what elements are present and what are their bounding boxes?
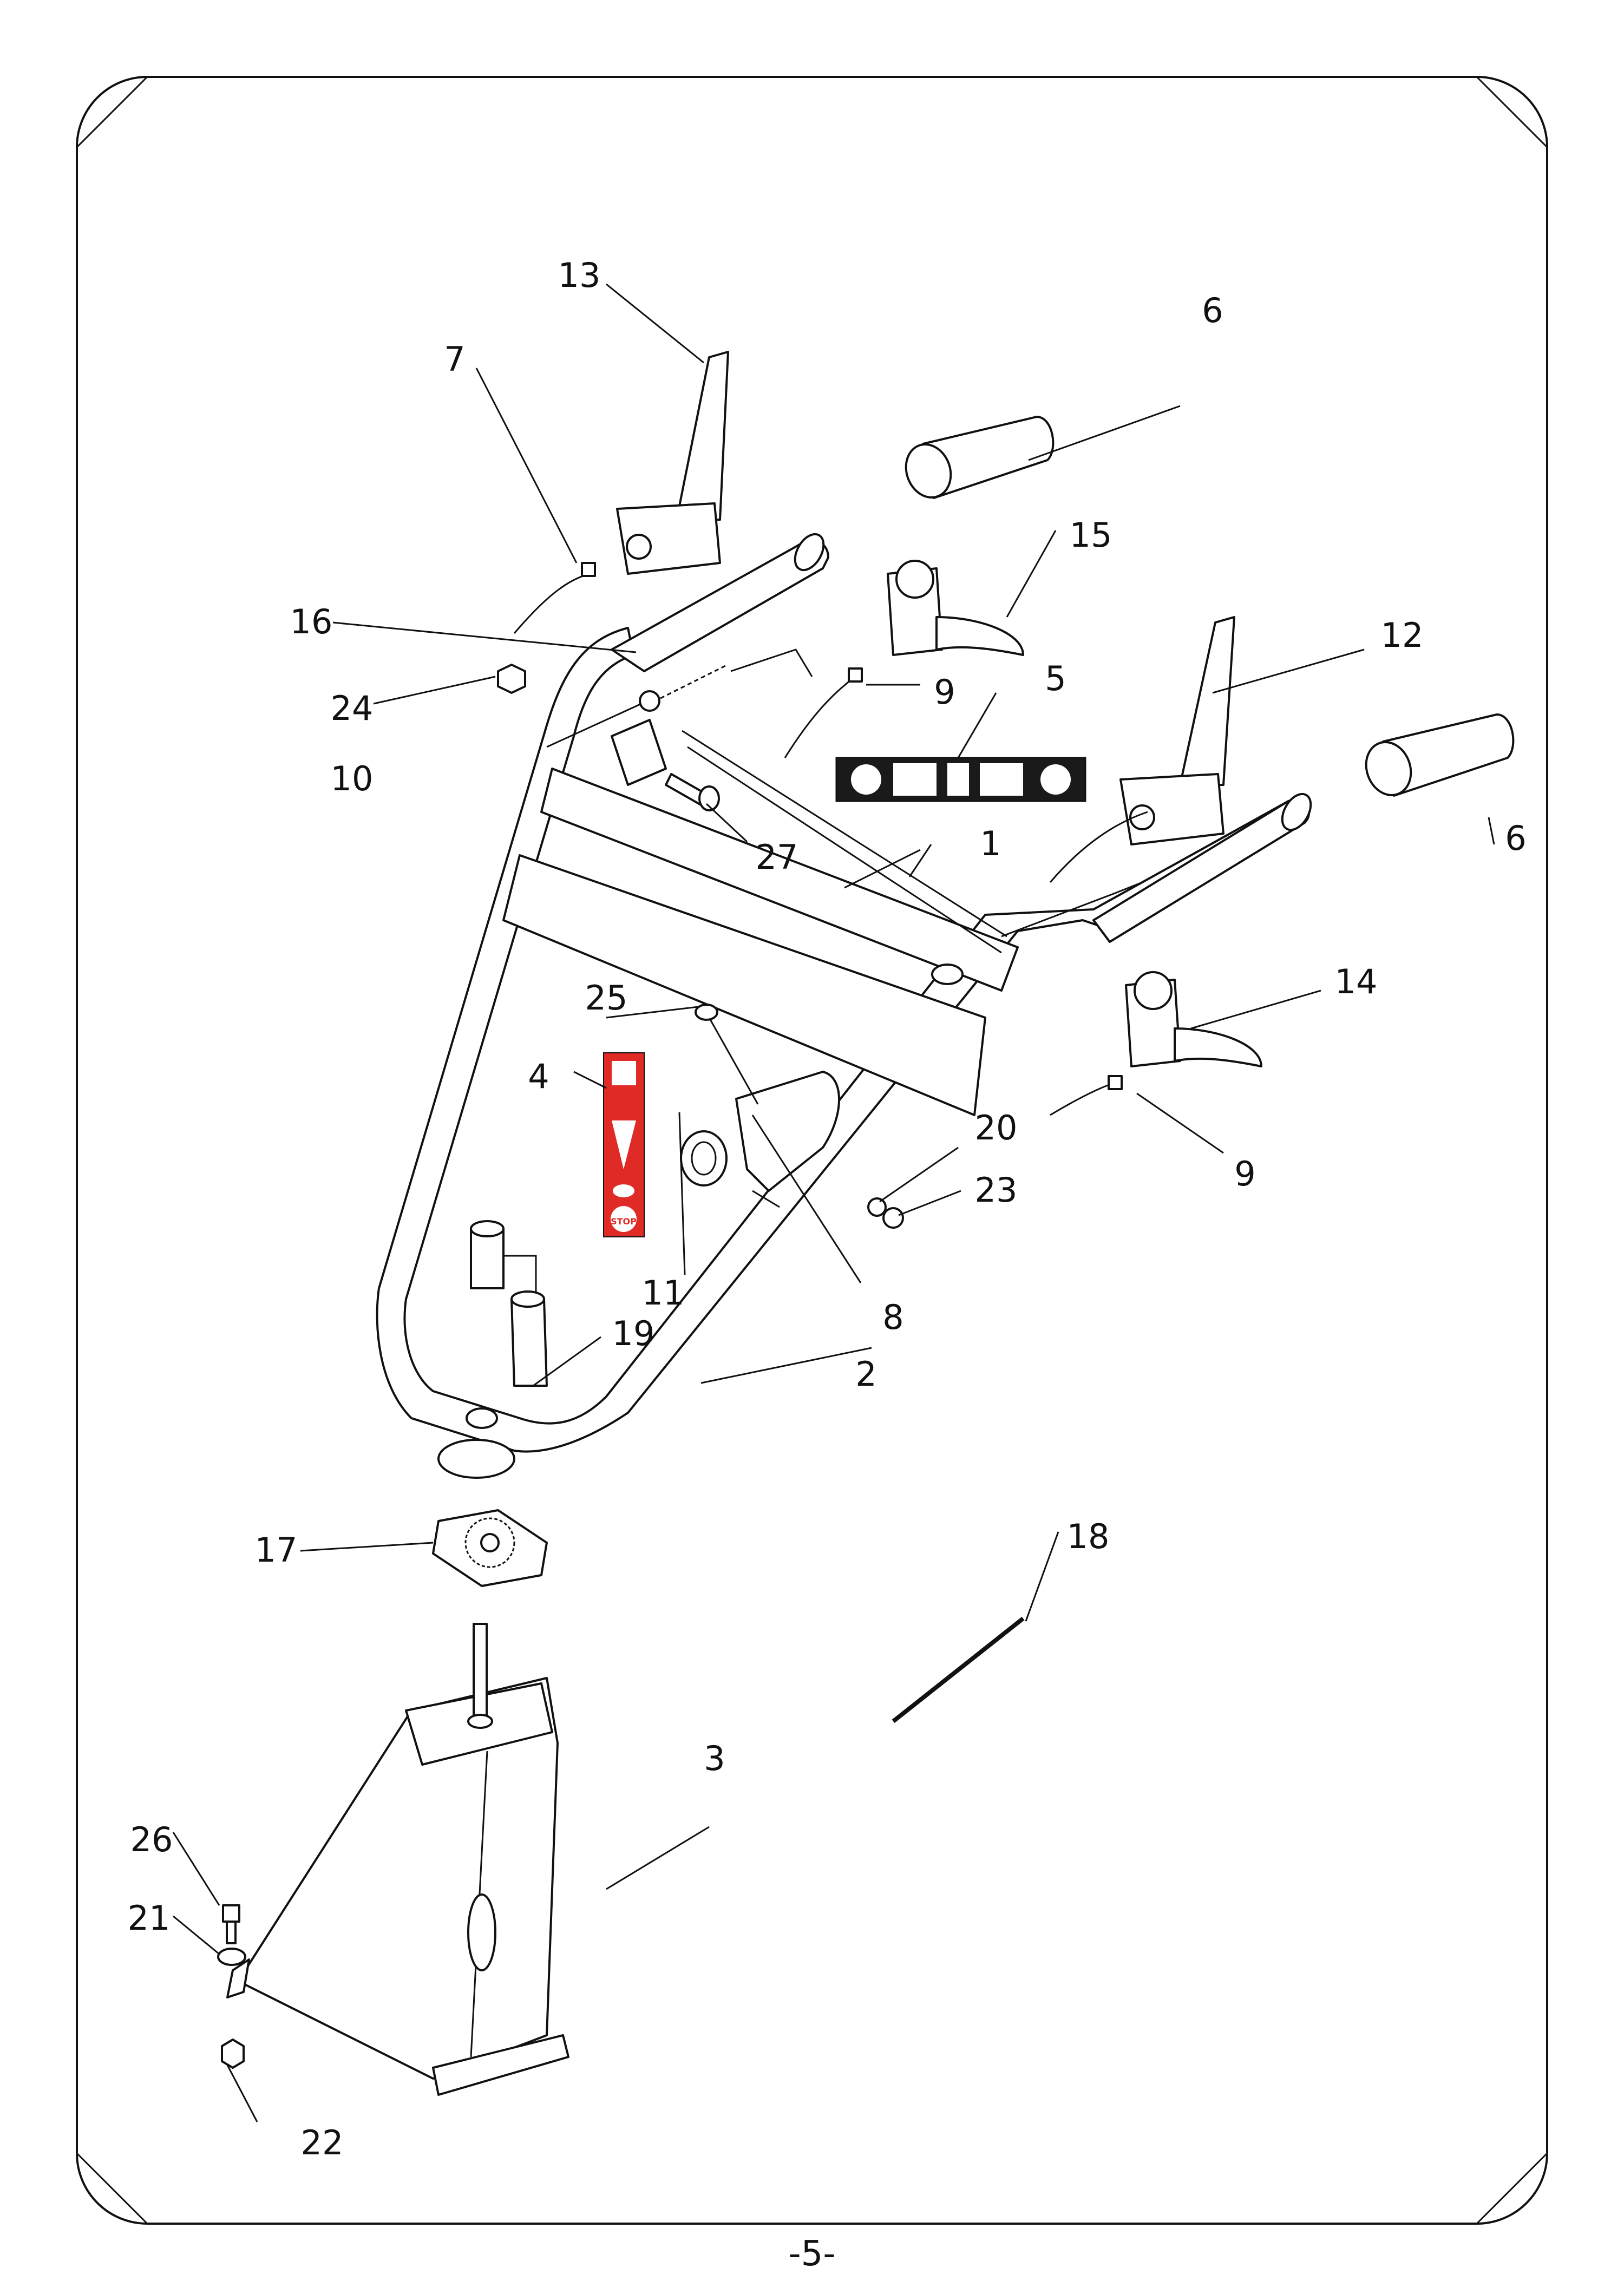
callout-21: 21	[128, 1898, 171, 1938]
callout-23: 23	[975, 1170, 1018, 1210]
spring-part-16	[639, 665, 726, 712]
lever-part-12	[1049, 616, 1235, 883]
nut-part-22	[221, 2039, 245, 2069]
grip-part-6-upper	[905, 416, 1055, 499]
callout-15: 15	[1070, 515, 1112, 555]
brake-lever-part-15	[887, 560, 1024, 656]
callout-10: 10	[331, 759, 374, 798]
rod-part-18	[892, 1616, 1025, 1723]
brake-lever-part-14	[1125, 971, 1262, 1067]
callout-4: 4	[528, 1057, 549, 1096]
control-decal-part-5	[835, 757, 1086, 802]
callout-27: 27	[756, 837, 798, 877]
callout-17: 17	[255, 1530, 298, 1570]
serrated-plate-part-17	[432, 1509, 548, 1587]
callout-18: 18	[1067, 1517, 1110, 1556]
washer-part-20	[867, 1197, 887, 1217]
callout-24: 24	[331, 689, 374, 728]
stop-text: STOP	[611, 1216, 637, 1227]
callout-12: 12	[1381, 615, 1424, 655]
washer-part-21	[217, 1948, 246, 1966]
handle-frame-part-2	[376, 533, 1312, 1453]
cable-tie-part-9-upper	[784, 667, 863, 758]
callout-9-lower: 9	[1234, 1154, 1255, 1194]
bolt-part-26	[222, 1904, 240, 1944]
callout-1: 1	[980, 824, 1001, 863]
page-frame	[76, 76, 1548, 2225]
pin-part-10	[611, 719, 667, 786]
callout-20: 20	[975, 1108, 1018, 1148]
callout-19: 19	[612, 1314, 655, 1353]
cable-tie-part-9-lower	[1050, 1075, 1123, 1116]
handle-part-19	[470, 1220, 548, 1387]
grip-part-6-lower	[1365, 713, 1515, 797]
callout-22: 22	[301, 2123, 344, 2162]
bolt-part-27	[665, 773, 720, 811]
callout-9-upper: 9	[934, 672, 955, 712]
callout-6-upper: 6	[1202, 291, 1223, 330]
page-number: -5-	[789, 2234, 836, 2274]
callout-5: 5	[1045, 659, 1066, 698]
callout-25: 25	[585, 978, 628, 1018]
nut-part-23	[882, 1207, 904, 1229]
knob-part-11	[680, 1130, 728, 1187]
callout-16: 16	[290, 602, 333, 641]
callout-11: 11	[642, 1273, 685, 1313]
throttle-lever-part-8	[735, 1071, 840, 1208]
callout-13: 13	[558, 255, 601, 295]
callout-6-lower: 6	[1505, 818, 1526, 858]
nut-part-24	[497, 664, 526, 694]
bolt-part-25	[695, 1004, 759, 1105]
callout-14: 14	[1335, 962, 1378, 1001]
callout-2: 2	[855, 1354, 876, 1394]
callout-7: 7	[444, 339, 465, 379]
pedestal-part-3	[226, 1623, 569, 2096]
callout-3: 3	[704, 1739, 725, 1778]
leader-lines	[172, 283, 1495, 2122]
cable-tie-part-7	[513, 562, 596, 634]
serrated-hub	[437, 1439, 515, 1479]
speed-decal-part-4	[603, 1052, 645, 1237]
callout-26: 26	[130, 1820, 173, 1859]
callout-8: 8	[882, 1297, 903, 1337]
lever-part-13	[616, 351, 729, 575]
callout-labels: 1 2 3 4 5 6 6 7 8 9 9 10 11 12 13 14 15 …	[128, 255, 1527, 2162]
